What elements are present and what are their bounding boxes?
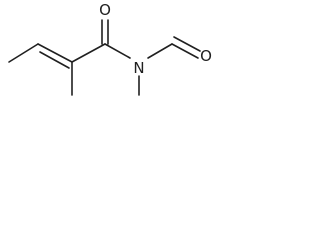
bond-formyl-double-2 bbox=[173, 36, 201, 52]
atom-label-amide-nitrogen: N bbox=[133, 59, 144, 77]
bond-alkene-double-2 bbox=[39, 51, 70, 69]
atom-label-carbonyl-oxygen: O bbox=[99, 1, 111, 19]
bond-nitrogen-to-formyl bbox=[147, 43, 173, 59]
atom-label-formyl-oxygen: O bbox=[200, 47, 212, 65]
bond-carbonyl-to-nitrogen bbox=[104, 43, 131, 59]
bond-alkene-to-carbonyl bbox=[71, 43, 106, 63]
bond-terminal-methyl bbox=[8, 43, 39, 63]
bond-alkene-double-1 bbox=[37, 43, 73, 63]
bond-formyl-double-1 bbox=[171, 43, 199, 59]
structural-formula-diagram: O N O bbox=[8, 1, 212, 96]
